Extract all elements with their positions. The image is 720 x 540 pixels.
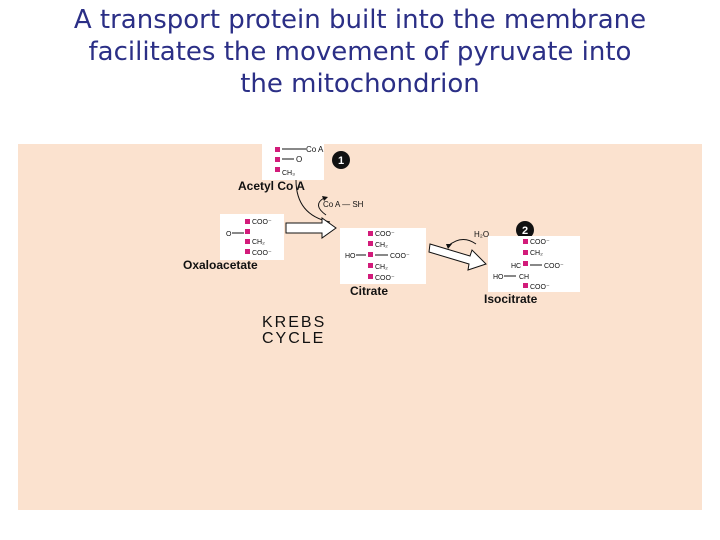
oxalo-carbon-marker bbox=[245, 249, 250, 254]
step-badge-2 bbox=[516, 221, 534, 239]
acetyl-bond-o: O bbox=[296, 155, 302, 164]
title-line-2: facilitates the movement of pyruvate int… bbox=[88, 37, 632, 67]
acetyl-carbon-marker bbox=[275, 157, 280, 162]
acetyl-bond-coa: Co A bbox=[306, 145, 324, 154]
coa-release-arrowhead bbox=[322, 196, 328, 201]
title-line-3: the mitochondrion bbox=[240, 69, 480, 99]
oxalo-atom-3: CH₂ bbox=[252, 239, 265, 246]
coa-release-curve bbox=[318, 197, 327, 216]
citrate-atom-2: CH₂ bbox=[375, 242, 388, 249]
step-2-label: 2 bbox=[522, 225, 528, 237]
citrate-left-ho: HO bbox=[345, 253, 356, 260]
citrate-label: Citrate bbox=[350, 284, 388, 298]
step-badge-1 bbox=[332, 151, 350, 169]
isocitrate-box bbox=[488, 236, 580, 292]
acetyl-carbon-marker bbox=[275, 167, 280, 172]
acetyl-coa-box bbox=[262, 144, 324, 180]
oxaloacetate-label: Oxaloacetate bbox=[183, 258, 258, 272]
citrate-atom-4: CH₂ bbox=[375, 264, 388, 271]
citrate-carbon-marker bbox=[368, 241, 373, 246]
reaction-arrow-2 bbox=[428, 243, 487, 271]
krebs-label-line-1: KREBS bbox=[262, 314, 326, 331]
isocitrate-atom-7: COO⁻ bbox=[530, 284, 550, 291]
citrate-carbon-marker bbox=[368, 231, 373, 236]
citrate-carbon-marker bbox=[368, 252, 373, 257]
krebs-label-line-2: CYCLE bbox=[262, 330, 325, 347]
reaction-arrow-1 bbox=[285, 217, 337, 239]
isocitrate-atom-5: HO bbox=[493, 274, 504, 281]
oxalo-atom-1: COO⁻ bbox=[252, 219, 272, 226]
acetyl-coa-label: Acetyl Co A bbox=[238, 179, 305, 193]
isocitrate-carbon-marker bbox=[523, 239, 528, 244]
citrate-carbon-marker bbox=[368, 274, 373, 279]
isocitrate-atom-1: COO⁻ bbox=[530, 239, 550, 246]
acetyl-carbon-marker bbox=[275, 147, 280, 152]
acetyl-atom-ch3: CH₃ bbox=[282, 170, 295, 177]
isocitrate-atom-6: CH bbox=[519, 274, 529, 281]
title-line-1: A transport protein built into the membr… bbox=[73, 5, 647, 35]
oxalo-carbon-marker bbox=[245, 239, 250, 244]
isocitrate-carbon-marker bbox=[523, 283, 528, 288]
isocitrate-carbon-marker bbox=[523, 261, 528, 266]
diagram-panel bbox=[18, 144, 702, 510]
citrate-box bbox=[340, 228, 426, 284]
isocitrate-label: Isocitrate bbox=[484, 292, 538, 306]
isocitrate-carbon-marker bbox=[523, 250, 528, 255]
oxalo-atom-4: COO⁻ bbox=[252, 250, 272, 257]
step-1-label: 1 bbox=[338, 155, 344, 167]
water-label: H₂O bbox=[474, 230, 489, 239]
oxalo-left-o: O bbox=[226, 231, 232, 238]
citrate-right-coo: COO⁻ bbox=[390, 253, 410, 260]
citrate-atom-5: COO⁻ bbox=[375, 275, 395, 282]
oxaloacetate-box bbox=[220, 214, 284, 260]
water-arrowhead bbox=[446, 244, 452, 249]
oxalo-carbon-marker bbox=[245, 229, 250, 234]
water-curve bbox=[447, 239, 477, 247]
oxalo-carbon-marker bbox=[245, 219, 250, 224]
isocitrate-atom-4: COO⁻ bbox=[544, 263, 564, 270]
citrate-carbon-marker bbox=[368, 263, 373, 268]
citrate-atom-1: COO⁻ bbox=[375, 231, 395, 238]
isocitrate-atom-3: HC bbox=[511, 263, 521, 270]
isocitrate-atom-2: CH₂ bbox=[530, 250, 543, 257]
coa-sh-label: Co A — SH bbox=[323, 200, 364, 209]
slide-title: A transport protein built into the membr… bbox=[10, 4, 710, 100]
